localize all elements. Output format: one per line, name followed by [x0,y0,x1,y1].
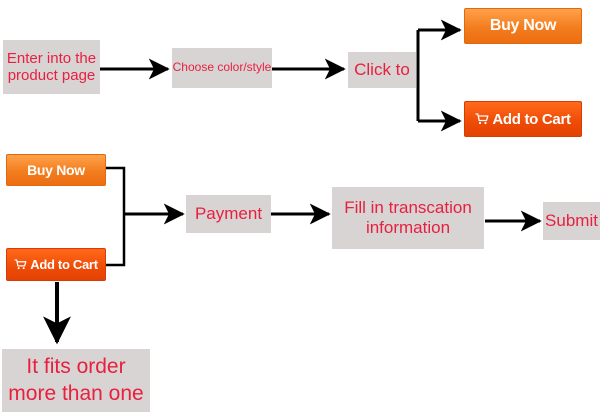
step-enter-product-page-label: Enter into the product page [6,49,97,84]
step-enter-product-page: Enter into the product page [3,40,100,94]
step-choose-color-style: Choose color/style [172,48,272,88]
buy-now-button-bottom[interactable]: Buy Now [6,154,106,186]
note-fits-order-label: It fits order more than one [8,355,144,405]
merge-bracket [106,166,126,267]
step-submit-label: Submit [545,211,598,231]
step-fill-in-information-label: Fill in transcation information [344,198,472,237]
buy-now-button-top[interactable]: Buy Now [464,8,582,44]
add-to-cart-button-top[interactable]: Add to Cart [464,101,582,137]
add-to-cart-button-bottom-label: Add to Cart [30,257,98,272]
step-click-to: Click to [348,52,416,88]
step-payment-label: Payment [194,204,263,224]
add-to-cart-button-top-label: Add to Cart [492,110,571,128]
shopping-cart-icon [14,258,27,273]
step-choose-color-style-label: Choose color/style [172,60,272,75]
step-payment: Payment [186,195,271,233]
step-fill-in-information: Fill in transcation information [332,187,484,249]
shopping-cart-icon [475,112,489,129]
add-to-cart-button-bottom[interactable]: Add to Cart [6,248,106,281]
note-fits-order-more-than-one: It fits order more than one [2,349,150,412]
step-click-to-label: Click to [354,60,410,80]
step-submit: Submit [543,202,600,240]
buy-now-button-top-label: Buy Now [489,17,557,34]
buy-now-button-bottom-label: Buy Now [27,162,85,178]
